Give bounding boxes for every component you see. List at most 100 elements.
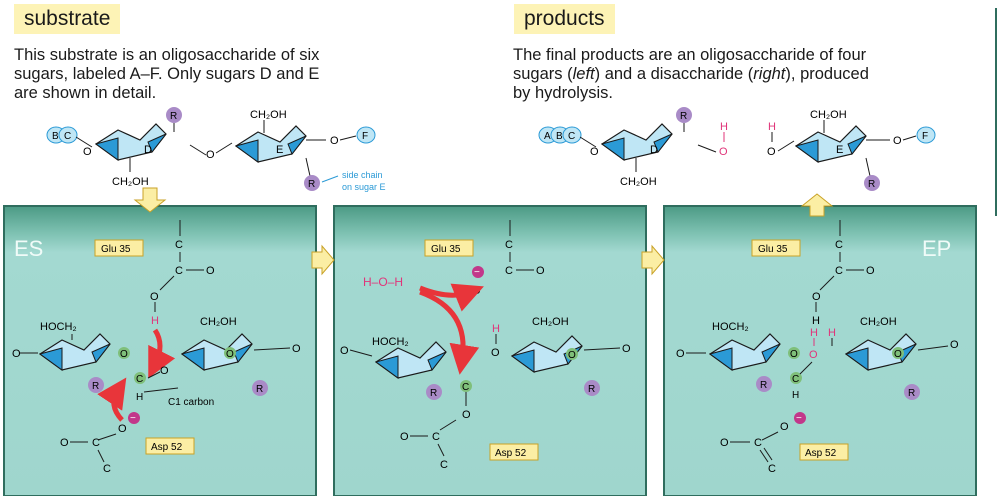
es-o-left: O xyxy=(12,348,21,360)
es-asp-c: C xyxy=(92,437,100,449)
ep-glu-h: H xyxy=(812,315,820,327)
ep-o-pink: O xyxy=(809,349,818,361)
ep-asp-c2: C xyxy=(768,463,776,475)
ep-glu-o-eq: O xyxy=(866,265,875,277)
substrate-desc-line-3: are shown in detail. xyxy=(14,84,157,102)
ring-d xyxy=(95,123,167,161)
asp52-tag-es xyxy=(145,437,195,455)
prod-f-label: F xyxy=(922,131,928,142)
water-label: H–O–H xyxy=(363,275,403,289)
products-desc-right-word: right xyxy=(753,65,786,83)
ep-r-1: R xyxy=(760,380,767,391)
ep-ring-o: O xyxy=(790,349,798,360)
substrate-desc-line-1: This substrate is an oligosaccharide of … xyxy=(14,46,320,64)
mid-o-left: O xyxy=(340,345,349,357)
ep-ring-o-e: O xyxy=(894,349,902,360)
prod-o-left: O xyxy=(590,146,599,158)
prod-o-1: O xyxy=(719,146,728,158)
es-glu-o-eq: O xyxy=(206,265,215,277)
sugar-c-label: C xyxy=(64,131,71,142)
es-asp-c2: C xyxy=(103,463,111,475)
products-molecules: A B C O D R CH₂OH H O H O E CH₂OH O F R xyxy=(538,107,936,191)
es-r-1: R xyxy=(92,381,99,392)
ep-o-right: O xyxy=(950,339,959,351)
mid-red-arrow-1 xyxy=(419,283,484,312)
ep-h-pink-2: H xyxy=(828,327,836,339)
ch2oh-e: CH₂OH xyxy=(250,109,287,121)
glu35-tag-mid xyxy=(424,239,474,257)
block-arrow-down xyxy=(133,187,167,213)
es-asp-o-eq: O xyxy=(60,437,69,449)
mid-glu-c1: C xyxy=(505,239,513,251)
ep-ch2oh: CH₂OH xyxy=(860,316,897,328)
prod-a-label: A xyxy=(544,131,551,142)
products-desc-line-1: The final products are an oligosaccharid… xyxy=(513,46,867,64)
es-red-arrow-bottom xyxy=(97,377,127,422)
glu35-tag-es xyxy=(94,239,144,257)
block-arrow-right-2 xyxy=(641,244,665,276)
products-desc-line-2-a: sugars ( xyxy=(513,65,573,83)
prod-r-2: R xyxy=(868,179,875,190)
prod-o-2: O xyxy=(767,146,776,158)
asp52-label-mid: Asp 52 xyxy=(495,448,527,459)
sugar-f-label: F xyxy=(362,131,368,142)
es-r-2: R xyxy=(256,384,263,395)
ep-asp-o-eq: O xyxy=(720,437,729,449)
products-desc-line-3: by hydrolysis. xyxy=(513,84,613,102)
mid-ch2oh: CH₂OH xyxy=(532,316,569,328)
mid-asp-c: C xyxy=(432,431,440,443)
asp52-label-ep: Asp 52 xyxy=(805,448,837,459)
mid-h: H xyxy=(492,323,500,335)
mid-asp-o: O xyxy=(462,409,471,421)
ring-e-label: E xyxy=(276,144,283,156)
ch2oh-d: CH₂OH xyxy=(112,176,149,188)
r-group-e xyxy=(304,175,320,191)
es-bridge-o: O xyxy=(160,365,169,377)
es-red-arrow-top xyxy=(148,328,176,379)
glu35-label-ep: Glu 35 xyxy=(758,244,788,255)
block-arrow-right-1 xyxy=(311,244,335,276)
prod-o-right: O xyxy=(893,135,902,147)
mid-glu-o-eq: O xyxy=(536,265,545,277)
substrate-o-left: O xyxy=(83,146,92,158)
ep-label: EP xyxy=(922,236,951,261)
products-title: products xyxy=(514,4,615,34)
ep-hoch2: HOCH₂ xyxy=(712,321,749,333)
middle-contents: Glu 35 C C O − O H–O–H HOCH₂ O R C O H O… xyxy=(340,220,631,471)
es-glu-o: O xyxy=(150,291,159,303)
ep-o-left: O xyxy=(676,348,685,360)
es-ring-o-e: O xyxy=(226,349,234,360)
substrate-title: substrate xyxy=(14,4,121,34)
r-group xyxy=(166,107,182,123)
ep-asp-c: C xyxy=(754,437,762,449)
ep-h-c1: H xyxy=(792,390,799,401)
mid-red-arrow-2 xyxy=(419,289,480,375)
mid-asp-o-eq: O xyxy=(400,431,409,443)
side-chain-note-2: on sugar E xyxy=(342,182,386,192)
prod-b-label: B xyxy=(556,131,563,142)
es-glu-c1: C xyxy=(175,239,183,251)
sugar-b-label: B xyxy=(52,131,59,142)
sugar-c-circle xyxy=(58,126,78,144)
prod-ring-d-label: D xyxy=(650,144,658,156)
mid-o-right: O xyxy=(622,343,631,355)
es-ch2oh: CH₂OH xyxy=(200,316,237,328)
prod-ring-e-label: E xyxy=(836,144,843,156)
mid-r-1: R xyxy=(430,388,437,399)
mid-ring-o-e: O xyxy=(568,350,576,361)
prod-h-2: H xyxy=(768,121,776,133)
glu35-tag-ep xyxy=(751,239,801,257)
ep-r-2: R xyxy=(908,388,915,399)
asp52-tag-ep xyxy=(799,443,849,461)
mid-asp-c2: C xyxy=(440,459,448,471)
es-glu-c2: C xyxy=(175,265,183,277)
mid-hoch2: HOCH₂ xyxy=(372,336,409,348)
prod-c-label: C xyxy=(568,131,575,142)
es-c1: C xyxy=(136,374,143,385)
prod-ch2oh-e: CH₂OH xyxy=(810,109,847,121)
es-h-c1: H xyxy=(136,392,143,403)
ep-contents: Glu 35 C C O O H HOCH₂ O R O C H H O H C… xyxy=(676,220,959,475)
prod-ring-d xyxy=(601,123,673,161)
ep-minus: − xyxy=(796,413,802,424)
